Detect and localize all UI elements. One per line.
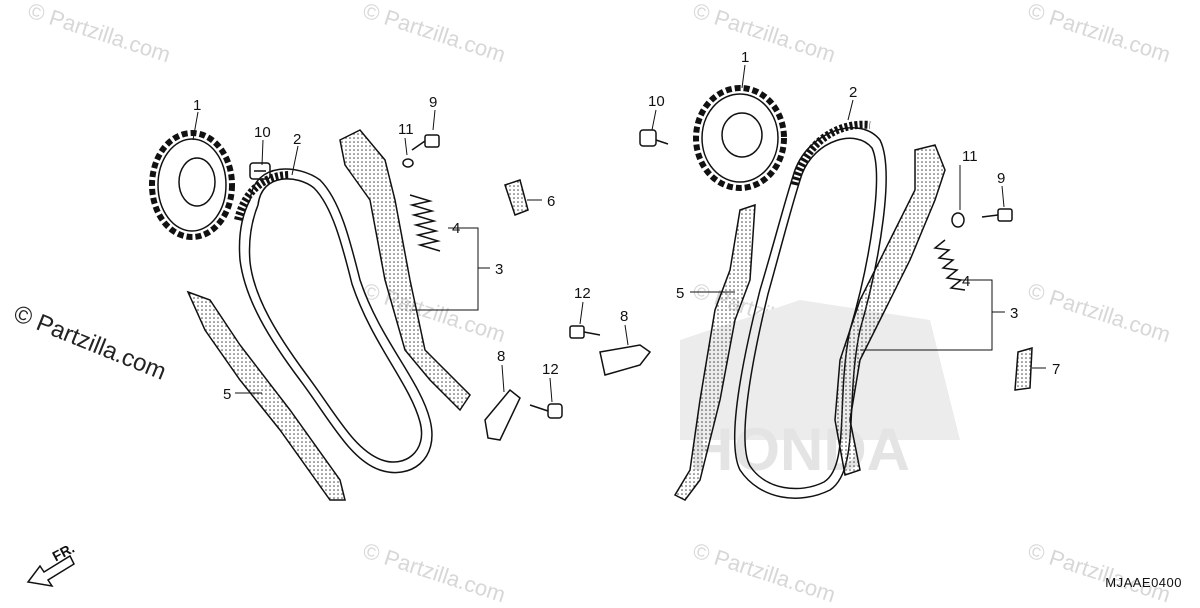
plate-center-8-upper: [599, 344, 652, 376]
callout-label: 1: [193, 97, 201, 114]
cam-sprocket-left: [149, 130, 235, 240]
cam-chain-left: [234, 168, 433, 474]
callout-label: 8: [497, 348, 505, 365]
cam-chain-right: [734, 120, 887, 499]
cam-sprocket-right: [693, 85, 787, 191]
callout-label: 10: [648, 93, 665, 110]
callout-label: 8: [620, 308, 628, 325]
callouts-left: 1 10 2 11 9 4 3 6 5 12 8 8 12: [193, 94, 628, 403]
spring-left: [409, 194, 441, 252]
chain-guide-left: [186, 290, 346, 501]
callout-label: 3: [495, 261, 503, 278]
callout-label: 9: [997, 170, 1005, 187]
tensioner-arm-right: [834, 144, 946, 476]
plate-center-8-lower: [484, 388, 521, 441]
callouts-right: 10 1 2 11 9 4 3 5 7: [648, 49, 1060, 378]
callout-label: 1: [741, 49, 749, 66]
callout-label: 7: [1052, 361, 1060, 378]
callout-label: 6: [547, 193, 555, 210]
leader-lines-left: [192, 109, 629, 403]
bolt-center-12-upper: [569, 325, 601, 339]
callout-label: 12: [542, 361, 559, 378]
washer-left-11: [402, 158, 414, 168]
guide-left-6: [504, 179, 529, 216]
callout-label: 4: [452, 220, 460, 237]
callout-label: 3: [1010, 305, 1018, 322]
front-arrow-icon: [26, 554, 75, 588]
callout-label: 5: [676, 285, 684, 302]
guide-right-7: [1014, 346, 1033, 391]
washer-right-11: [951, 212, 965, 228]
callout-label: 9: [429, 94, 437, 111]
diagram-code: MJAAE0400: [1105, 575, 1182, 590]
callout-label: 2: [849, 84, 857, 101]
chain-guide-right: [673, 203, 756, 501]
bolt-left-10: [249, 162, 271, 180]
honda-wordmark: HONDA: [690, 416, 910, 483]
callout-label: 4: [962, 273, 970, 290]
bolt-right-10: [639, 129, 669, 147]
callout-label: 12: [574, 285, 591, 302]
tensioner-arm-left: [339, 129, 471, 412]
spring-right: [933, 239, 966, 291]
callout-label: 5: [223, 386, 231, 403]
bolt-right-9: [981, 208, 1013, 222]
callout-label: 2: [293, 131, 301, 148]
callout-label: 10: [254, 124, 271, 141]
bolt-left-9: [411, 134, 440, 151]
leader-lines-right: [651, 64, 1046, 369]
bolt-center-12-lower: [529, 403, 563, 419]
callout-label: 11: [962, 148, 978, 165]
callout-label: 11: [398, 121, 414, 138]
